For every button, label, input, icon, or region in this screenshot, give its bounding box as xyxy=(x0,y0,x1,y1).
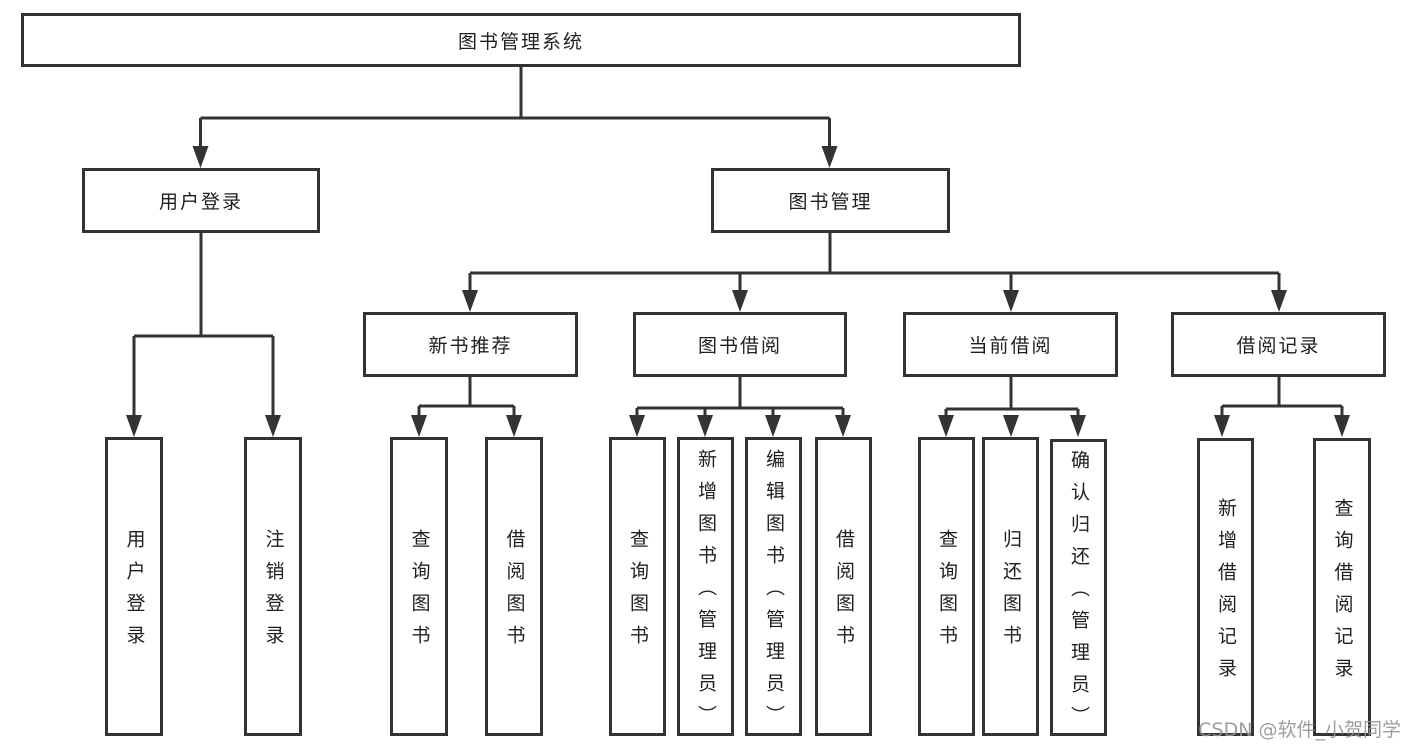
arrowhead-down-icon xyxy=(1271,290,1287,312)
node-label: 新增图书（管理员） xyxy=(695,449,717,737)
node-user-login: 用户登录 xyxy=(82,168,320,233)
arrowhead-down-icon xyxy=(1003,415,1019,437)
node-root: 图书管理系统 xyxy=(21,13,1021,67)
connector-book-management xyxy=(468,233,1281,294)
node-book-borrowing: 图书借阅 xyxy=(633,312,847,377)
connector-user-login xyxy=(132,233,275,419)
node-leaf-confirm-return-admin: 确认归还（管理员） xyxy=(1050,439,1107,738)
node-book-management: 图书管理 xyxy=(711,168,950,233)
arrowhead-down-icon xyxy=(732,290,748,312)
arrowhead-down-icon xyxy=(1214,415,1230,437)
connector-root xyxy=(199,67,831,150)
arrowhead-down-icon xyxy=(821,146,838,168)
node-leaf-user-login: 用户登录 xyxy=(105,437,163,736)
node-label: 归还图书 xyxy=(1000,529,1022,657)
connector-borrowing-records xyxy=(1220,377,1344,419)
node-label: 注销登录 xyxy=(262,529,285,657)
connector-book-borrowing xyxy=(635,377,845,419)
arrowhead-down-icon xyxy=(462,290,478,312)
connector-new-book-recommend xyxy=(417,377,516,419)
node-new-book-recommend: 新书推荐 xyxy=(363,312,578,377)
arrowhead-down-icon xyxy=(192,146,209,168)
node-leaf-query-books-1: 查询图书 xyxy=(390,437,448,736)
arrowhead-down-icon xyxy=(1070,415,1086,437)
node-leaf-query-borrow-record: 查询借阅记录 xyxy=(1313,438,1371,736)
node-leaf-borrow-books-2: 借阅图书 xyxy=(815,437,872,736)
node-leaf-query-books-2: 查询图书 xyxy=(609,437,666,736)
arrowhead-down-icon xyxy=(697,415,713,437)
arrowhead-down-icon xyxy=(126,415,142,437)
arrowhead-down-icon xyxy=(629,415,645,437)
node-label: 图书管理 xyxy=(788,191,873,213)
connector-current-borrowing xyxy=(944,377,1080,419)
node-label: 借阅图书 xyxy=(503,529,526,657)
node-label: 用户登录 xyxy=(158,191,243,213)
node-leaf-add-book-admin: 新增图书（管理员） xyxy=(677,437,734,737)
node-current-borrowing: 当前借阅 xyxy=(903,312,1118,377)
arrowhead-down-icon xyxy=(265,415,281,437)
node-leaf-query-books-3: 查询图书 xyxy=(918,437,975,736)
arrowhead-down-icon xyxy=(835,415,851,437)
node-label: 借阅记录 xyxy=(1236,335,1321,357)
node-leaf-edit-book-admin: 编辑图书（管理员） xyxy=(745,437,802,737)
node-label: 查询图书 xyxy=(408,529,431,657)
arrowhead-down-icon xyxy=(938,415,954,437)
arrowhead-down-icon xyxy=(1334,415,1350,437)
node-borrowing-records: 借阅记录 xyxy=(1171,312,1386,377)
node-label: 编辑图书（管理员） xyxy=(763,449,785,737)
watermark: CSDN @软件_小贺同学 xyxy=(1198,719,1401,741)
node-label: 用户登录 xyxy=(123,529,146,657)
node-label: 查询图书 xyxy=(627,529,649,657)
node-leaf-logout: 注销登录 xyxy=(244,437,302,736)
node-label: 确认归还（管理员） xyxy=(1068,450,1090,738)
node-label: 新书推荐 xyxy=(428,335,513,357)
node-label: 查询借阅记录 xyxy=(1331,497,1354,690)
node-label: 查询图书 xyxy=(936,529,958,657)
arrowhead-down-icon xyxy=(506,415,522,437)
node-label: 图书借阅 xyxy=(697,335,782,357)
node-leaf-add-borrow-record: 新增借阅记录 xyxy=(1197,438,1254,736)
node-leaf-return-book: 归还图书 xyxy=(982,437,1039,736)
node-root-label: 图书管理系统 xyxy=(457,30,584,53)
arrowhead-down-icon xyxy=(411,415,427,437)
node-leaf-borrow-books-1: 借阅图书 xyxy=(485,437,543,736)
arrowhead-down-icon xyxy=(765,415,781,437)
arrowhead-down-icon xyxy=(1003,290,1019,312)
node-label: 借阅图书 xyxy=(833,529,855,657)
node-label: 当前借阅 xyxy=(968,335,1053,357)
node-label: 新增借阅记录 xyxy=(1215,497,1237,690)
